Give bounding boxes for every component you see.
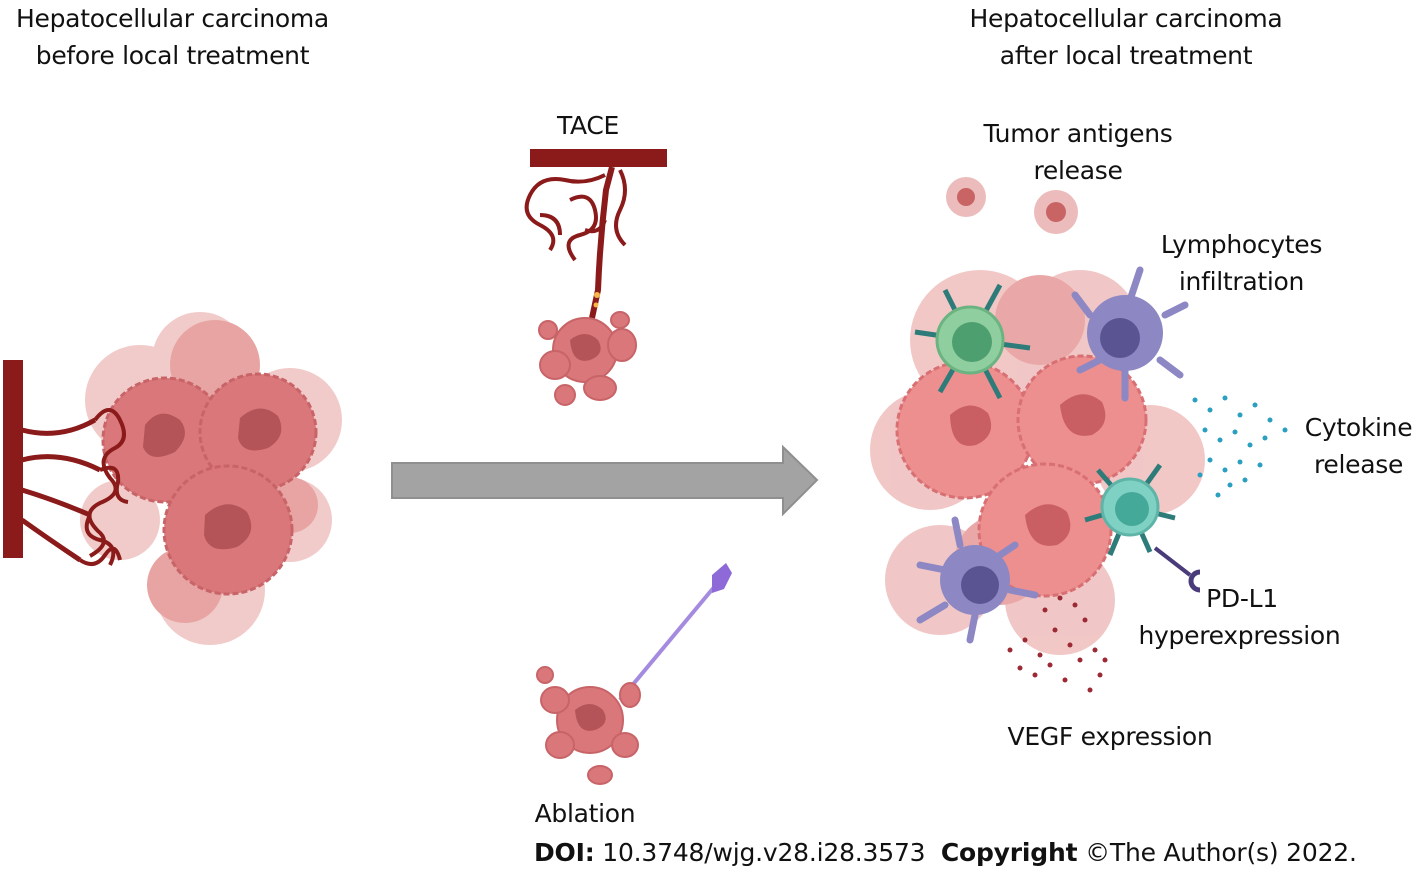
- process-arrow: [391, 444, 819, 517]
- tumor-antigens-line1: Tumor antigens: [983, 119, 1173, 148]
- tumor-cell: [977, 462, 1113, 598]
- copyright-value: ©The Author(s) 2022.: [1085, 838, 1357, 867]
- doi-footer: DOI: 10.3748/wjg.v28.i28.3573 Copyright …: [534, 838, 1357, 867]
- tumor-cell: [162, 464, 294, 596]
- tumor-antigens-line2: release: [1033, 156, 1123, 185]
- pd-l1-label: PD-L1 hyperexpression: [1133, 580, 1346, 654]
- tace-label: TACE: [556, 111, 620, 140]
- lymphocyte: [1084, 463, 1176, 556]
- tace-illustration: [524, 149, 667, 406]
- before-title-line1: Hepatocellular carcinoma: [16, 4, 329, 33]
- doi-label: DOI:: [534, 838, 595, 867]
- cytokine-line2: release: [1313, 450, 1404, 479]
- blood-vessel: [3, 360, 129, 566]
- after-title-line2: after local treatment: [999, 41, 1253, 70]
- pd-l1-receptor: [1153, 546, 1201, 593]
- vegf-label: VEGF expression: [1007, 722, 1213, 751]
- immune-cell-purple: [1071, 266, 1189, 402]
- cytokine-line1: Cytokine: [1304, 413, 1413, 442]
- copyright-label: Copyright: [940, 838, 1078, 867]
- ablation-label: Ablation: [534, 799, 636, 828]
- before-title-line2: before local treatment: [35, 41, 310, 70]
- vegf-particles: [1007, 595, 1108, 693]
- lymphocyte: [914, 283, 1031, 400]
- doi-value: 10.3748/wjg.v28.i28.3573: [602, 838, 926, 867]
- lymphocytes-label: Lymphocytes infiltration: [1150, 226, 1333, 300]
- after-treatment-title: Hepatocellular carcinoma after local tre…: [950, 0, 1302, 74]
- cytokine-particles: [1192, 395, 1288, 498]
- after-title-line1: Hepatocellular carcinoma: [969, 4, 1283, 33]
- cytokine-label: Cytokine release: [1300, 409, 1417, 483]
- pd-l1-line1: PD-L1: [1206, 584, 1278, 613]
- before-treatment-title: Hepatocellular carcinoma before local tr…: [0, 0, 345, 74]
- pd-l1-line2: hyperexpression: [1138, 621, 1341, 650]
- tumor-antigens-label: Tumor antigens release: [970, 115, 1186, 189]
- tumor-antigen-particles: [946, 177, 1078, 234]
- tumor-cell: [101, 376, 229, 504]
- tumor-before-illustration: [3, 312, 342, 645]
- tumor-cell: [198, 372, 318, 492]
- ablation-illustration: [536, 563, 732, 785]
- immune-cell-purple: [916, 516, 1039, 644]
- tumor-after-illustration: [870, 177, 1288, 693]
- lymphocytes-line1: Lymphocytes: [1160, 230, 1323, 259]
- lymphocytes-line2: infiltration: [1178, 267, 1305, 296]
